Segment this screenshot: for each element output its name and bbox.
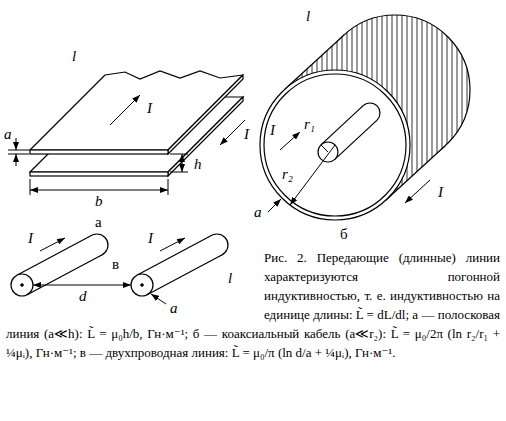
two-wire-marks: [21, 238, 185, 304]
gap-label: h: [194, 156, 202, 173]
width-label: b: [95, 193, 103, 210]
length-label: l: [72, 48, 76, 65]
two-wire-line: [11, 234, 228, 296]
current-label: I: [244, 126, 249, 143]
panel-letter: в: [112, 256, 119, 273]
figure-caption: Рис. 2. Передающие (длинные) линии харак…: [6, 250, 500, 360]
length-label: l: [306, 8, 310, 25]
panel-letter: а: [95, 214, 102, 231]
length-label: l: [228, 270, 232, 287]
radius-label: r₁: [304, 116, 315, 133]
current-label: I: [438, 184, 443, 201]
current-label: I: [148, 230, 153, 247]
radius-label: r₂: [282, 166, 293, 183]
thickness-label: a: [254, 204, 262, 221]
current-label: I: [28, 230, 33, 247]
figure-caption-block: Рис. 2. Передающие (длинные) линии харак…: [6, 248, 500, 362]
current-label: I: [270, 122, 275, 139]
distance-label: d: [79, 288, 87, 305]
strip-line-marks: [8, 95, 245, 195]
coaxial-cable: [260, 15, 470, 220]
coaxial-marks: [268, 132, 430, 212]
caption-indent: [6, 248, 264, 324]
panel-letter: б: [340, 226, 348, 243]
radius-label: a: [170, 300, 178, 317]
thickness-label: a: [4, 126, 12, 143]
strip-line: [30, 71, 243, 176]
current-label: I: [147, 100, 152, 117]
